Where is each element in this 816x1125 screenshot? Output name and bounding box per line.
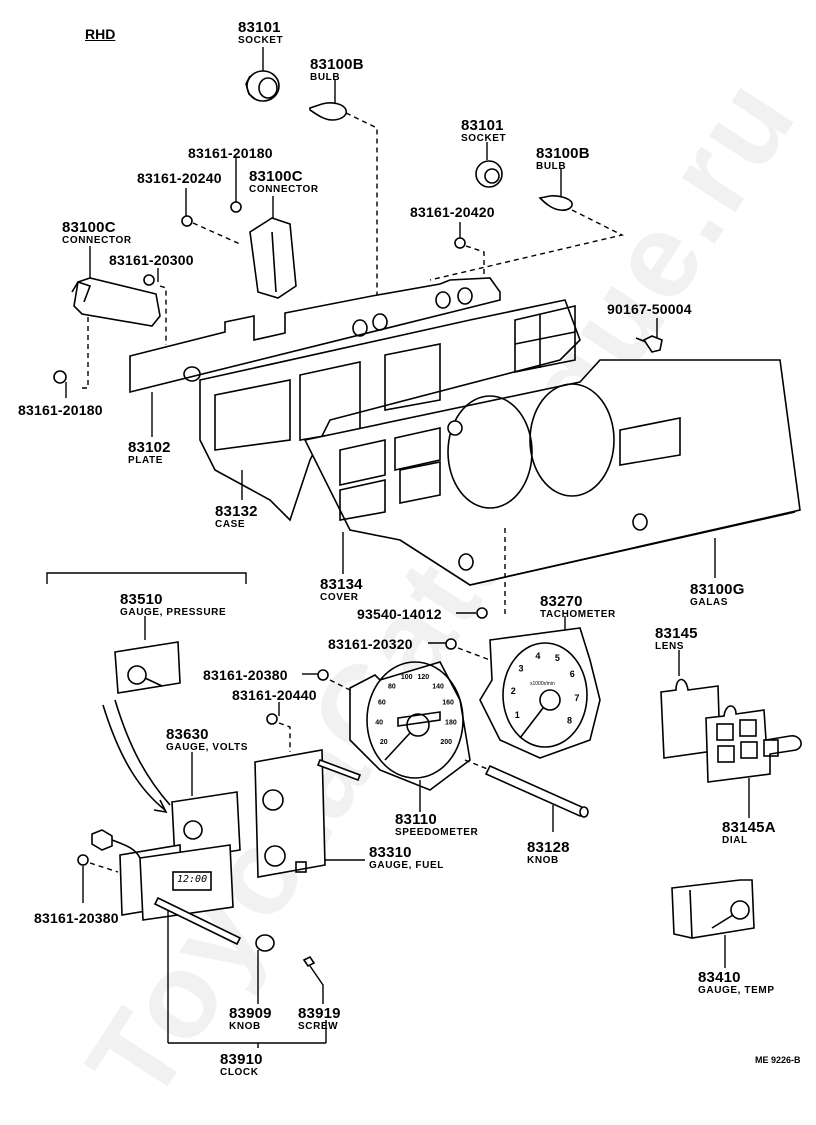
clock-knob-drawing bbox=[255, 934, 275, 1004]
label-socket-top[interactable]: 83101 SOCKET bbox=[238, 19, 284, 46]
tachometer-dial-mark: 3 bbox=[518, 664, 523, 674]
label-bulb-mid[interactable]: 83100B BULB bbox=[536, 145, 590, 172]
tachometer-dial-mark: 2 bbox=[511, 686, 516, 696]
label-screw-20440[interactable]: 83161-20440 bbox=[232, 687, 317, 703]
tacho-unit-text: x1000r/min bbox=[530, 681, 555, 687]
socket-mid-drawing bbox=[475, 142, 503, 188]
tachometer-drawing bbox=[479, 616, 601, 759]
label-cover[interactable]: 83134 COVER bbox=[320, 576, 363, 603]
tachometer-dial-mark: 4 bbox=[535, 651, 540, 661]
screw-20300-drawing bbox=[143, 268, 167, 345]
clock-screw-drawing bbox=[302, 955, 324, 1004]
label-screw-20240[interactable]: 83161-20240 bbox=[137, 170, 222, 186]
speedometer-dial-mark: 20 bbox=[380, 739, 388, 746]
tachometer-dial-mark: 6 bbox=[570, 669, 575, 679]
screw-20440-drawing bbox=[266, 702, 291, 752]
speedometer-dial-mark: 140 bbox=[432, 683, 444, 690]
label-screw-14012[interactable]: 93540-14012 bbox=[357, 606, 442, 622]
label-tachometer[interactable]: 83270 TACHOMETER bbox=[540, 593, 616, 620]
speedometer-dial-mark: 160 bbox=[442, 700, 454, 707]
label-knob-clock[interactable]: 83909 KNOB bbox=[229, 1005, 272, 1032]
screw-20180-left-drawing bbox=[53, 370, 67, 398]
connector-top-drawing bbox=[249, 196, 297, 299]
label-bulb-top[interactable]: 83100B BULB bbox=[310, 56, 364, 83]
dial-drawing bbox=[705, 705, 802, 818]
label-screw-20300[interactable]: 83161-20300 bbox=[109, 252, 194, 268]
connector-left-drawing bbox=[71, 246, 161, 389]
socket-top-drawing bbox=[245, 47, 280, 102]
label-lens[interactable]: 83145 LENS bbox=[655, 625, 698, 652]
bulb-mid-drawing bbox=[429, 168, 625, 281]
label-screw-clock[interactable]: 83919 SCREW bbox=[298, 1005, 341, 1032]
screw-50004-drawing bbox=[635, 318, 663, 353]
label-gauge-temp[interactable]: 83410 GAUGE, TEMP bbox=[698, 969, 775, 996]
variant-label: RHD bbox=[85, 26, 116, 42]
screw-20180-top-drawing bbox=[230, 158, 242, 213]
screw-14012-drawing bbox=[456, 607, 488, 619]
label-screw-50004[interactable]: 90167-50004 bbox=[607, 301, 692, 317]
bulb-top-drawing bbox=[309, 80, 378, 300]
label-screw-20380-top[interactable]: 83161-20380 bbox=[203, 667, 288, 683]
label-connector-top[interactable]: 83100C CONNECTOR bbox=[249, 168, 319, 195]
clock-display-text: 12:00 bbox=[177, 874, 208, 885]
label-knob-long[interactable]: 83128 KNOB bbox=[527, 839, 570, 866]
knob-long-drawing bbox=[464, 759, 589, 832]
temp-gauge-drawing bbox=[671, 879, 755, 968]
speedometer-drawing bbox=[349, 661, 471, 812]
screw-20380-top-drawing bbox=[302, 669, 351, 691]
speedometer-dial-mark: 80 bbox=[388, 683, 396, 690]
label-screw-20420[interactable]: 83161-20420 bbox=[410, 204, 495, 220]
pressure-gauge-drawing bbox=[46, 572, 247, 814]
label-dial[interactable]: 83145A DIAL bbox=[722, 819, 776, 846]
speedometer-dial-mark: 40 bbox=[375, 720, 383, 727]
tachometer-dial-mark: 8 bbox=[567, 716, 572, 726]
label-gauge-fuel[interactable]: 83310 GAUGE, FUEL bbox=[369, 844, 444, 871]
screw-20420-drawing bbox=[454, 222, 485, 278]
label-case[interactable]: 83132 CASE bbox=[215, 503, 258, 530]
label-screw-20180-top[interactable]: 83161-20180 bbox=[188, 145, 273, 161]
label-connector-left[interactable]: 83100C CONNECTOR bbox=[62, 219, 132, 246]
label-screw-20180-left[interactable]: 83161-20180 bbox=[18, 402, 103, 418]
label-gauge-pressure[interactable]: 83510 GAUGE, PRESSURE bbox=[120, 591, 227, 618]
tachometer-dial-mark: 1 bbox=[515, 710, 520, 720]
plate-drawing bbox=[129, 277, 501, 437]
speedometer-dial-mark: 60 bbox=[378, 700, 386, 707]
speedometer-dial-mark: 100 bbox=[401, 674, 413, 681]
screw-20380-bottom-drawing bbox=[77, 854, 119, 903]
drawing-code: ME 9226-B bbox=[755, 1055, 801, 1065]
label-speedometer[interactable]: 83110 SPEEDOMETER bbox=[395, 811, 479, 838]
speedometer-dial-mark: 180 bbox=[445, 720, 457, 727]
label-screw-20320[interactable]: 83161-20320 bbox=[328, 636, 413, 652]
screw-20240-drawing bbox=[181, 188, 241, 245]
tachometer-dial-mark: 7 bbox=[574, 693, 579, 703]
speedometer-dial-mark: 120 bbox=[417, 674, 429, 681]
speedometer-dial-mark: 200 bbox=[440, 739, 452, 746]
galas-drawing bbox=[399, 511, 796, 615]
label-socket-mid[interactable]: 83101 SOCKET bbox=[461, 117, 507, 144]
label-plate[interactable]: 83102 PLATE bbox=[128, 439, 171, 466]
label-screw-20380-bottom[interactable]: 83161-20380 bbox=[34, 910, 119, 926]
fuel-gauge-drawing bbox=[254, 749, 365, 878]
volts-gauge-drawing bbox=[171, 752, 241, 861]
screw-20320-drawing bbox=[428, 638, 491, 661]
label-clock[interactable]: 83910 CLOCK bbox=[220, 1051, 263, 1078]
tachometer-dial-mark: 5 bbox=[555, 653, 560, 663]
label-gauge-volts[interactable]: 83630 GAUGE, VOLTS bbox=[166, 726, 249, 753]
cover-drawing bbox=[303, 359, 801, 586]
label-galas[interactable]: 83100G GALAS bbox=[690, 581, 745, 608]
clock-drawing bbox=[91, 829, 327, 1048]
